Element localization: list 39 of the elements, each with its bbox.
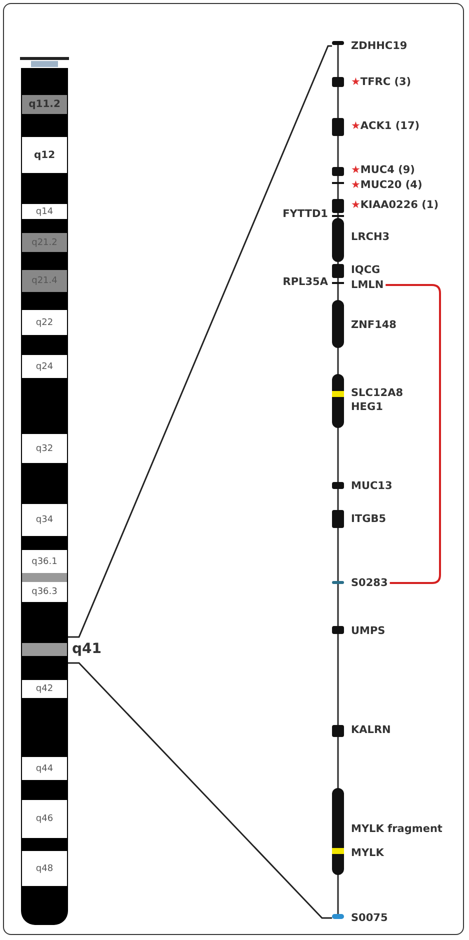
chromosome-band: q44: [22, 757, 67, 780]
gene-label: S0075: [351, 912, 388, 924]
gene-label: ★TFRC (3): [351, 76, 412, 88]
gene-label: S0283: [351, 577, 388, 589]
gene-label: MYLK fragment: [351, 823, 442, 835]
bracket-line: [386, 284, 441, 584]
chromosome-band: q48: [22, 851, 67, 886]
gene-label: RPL35A: [282, 276, 328, 288]
zoom-line: [68, 662, 332, 919]
chromosome-band: q36.1: [22, 550, 67, 573]
gene-label: UMPS: [351, 625, 386, 637]
chromosome-band: q11.2: [22, 95, 67, 114]
chromosome-band: q36.3: [22, 582, 67, 602]
gene-label: FYTTD1: [282, 208, 328, 220]
gene-label: ZDHHC19: [351, 40, 408, 52]
gene-label: MUC13: [351, 480, 392, 492]
gene-label: ★KIAA0226 (1): [351, 199, 439, 211]
gene-label: ★ACK1 (17): [351, 120, 420, 132]
gene-label: IQCG: [351, 264, 380, 276]
gene-label: ITGB5: [351, 513, 386, 525]
chromosome-band: q34: [22, 504, 67, 536]
gene-label: MYLK: [351, 847, 384, 859]
chromosome-band: q22: [22, 310, 67, 335]
gene-label: HEG1: [351, 401, 383, 413]
zoom-line: [68, 45, 332, 638]
chromosome-band: q24: [22, 355, 67, 378]
band-label: q41: [72, 641, 102, 657]
gene-label: ZNF148: [351, 319, 396, 331]
chromosome-band: q14: [22, 204, 67, 219]
gene-label: ★MUC20 (4): [351, 179, 422, 191]
gene-label: LMLN: [351, 279, 384, 291]
chromosome-band: q32: [22, 434, 67, 463]
chromosome-band: q46: [22, 800, 67, 838]
chromosome-band: q12: [22, 137, 67, 173]
chromosome-band: q42: [22, 680, 67, 698]
gene-label: ★MUC4 (9): [351, 164, 415, 176]
gene-label: LRCH3: [351, 231, 390, 243]
gene-label: SLC12A8: [351, 387, 404, 399]
gene-label: KALRN: [351, 724, 391, 736]
